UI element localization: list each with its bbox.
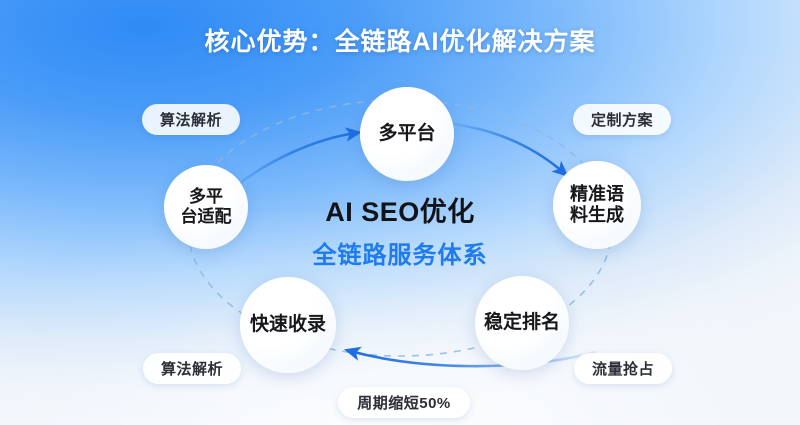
center-sub-label: 全链路服务体系 <box>312 242 488 269</box>
tag-cycle-shorten-label: 周期缩短50% <box>357 395 451 412</box>
tag-algorithm-analysis-top-label: 算法解析 <box>159 112 222 129</box>
center-main-label: AI SEO优化 <box>325 197 475 227</box>
node-fast-index-label: 快速收录 <box>249 313 326 335</box>
tag-traffic-capture-label: 流量抢占 <box>591 361 654 378</box>
tag-traffic-capture[interactable]: 流量抢占 <box>574 353 672 384</box>
node-multi-platform[interactable]: 多平台 <box>360 87 454 181</box>
node-stable-ranking-label: 稳定排名 <box>483 311 560 333</box>
arrow-right-to-left-bottom <box>343 346 597 368</box>
tag-algorithm-analysis-top[interactable]: 算法解析 <box>142 104 240 135</box>
tag-algorithm-analysis-bottom[interactable]: 算法解析 <box>143 353 241 384</box>
node-stable-ranking[interactable]: 稳定排名 <box>475 276 569 370</box>
node-fast-index[interactable]: 快速收录 <box>240 277 336 373</box>
tag-custom-solution[interactable]: 定制方案 <box>573 104 671 135</box>
node-multi-platform-label: 多平台 <box>378 122 436 144</box>
tag-custom-solution-label: 定制方案 <box>590 112 653 129</box>
center-text-block: AI SEO优化 全链路服务体系 <box>0 190 800 270</box>
arrow-left-to-top <box>227 127 363 194</box>
arrow-top-to-right <box>451 122 569 178</box>
tag-cycle-shorten[interactable]: 周期缩短50% <box>338 387 470 418</box>
tag-algorithm-analysis-bottom-label: 算法解析 <box>160 361 223 378</box>
page-title: 核心优势：全链路AI优化解决方案 <box>204 28 596 56</box>
